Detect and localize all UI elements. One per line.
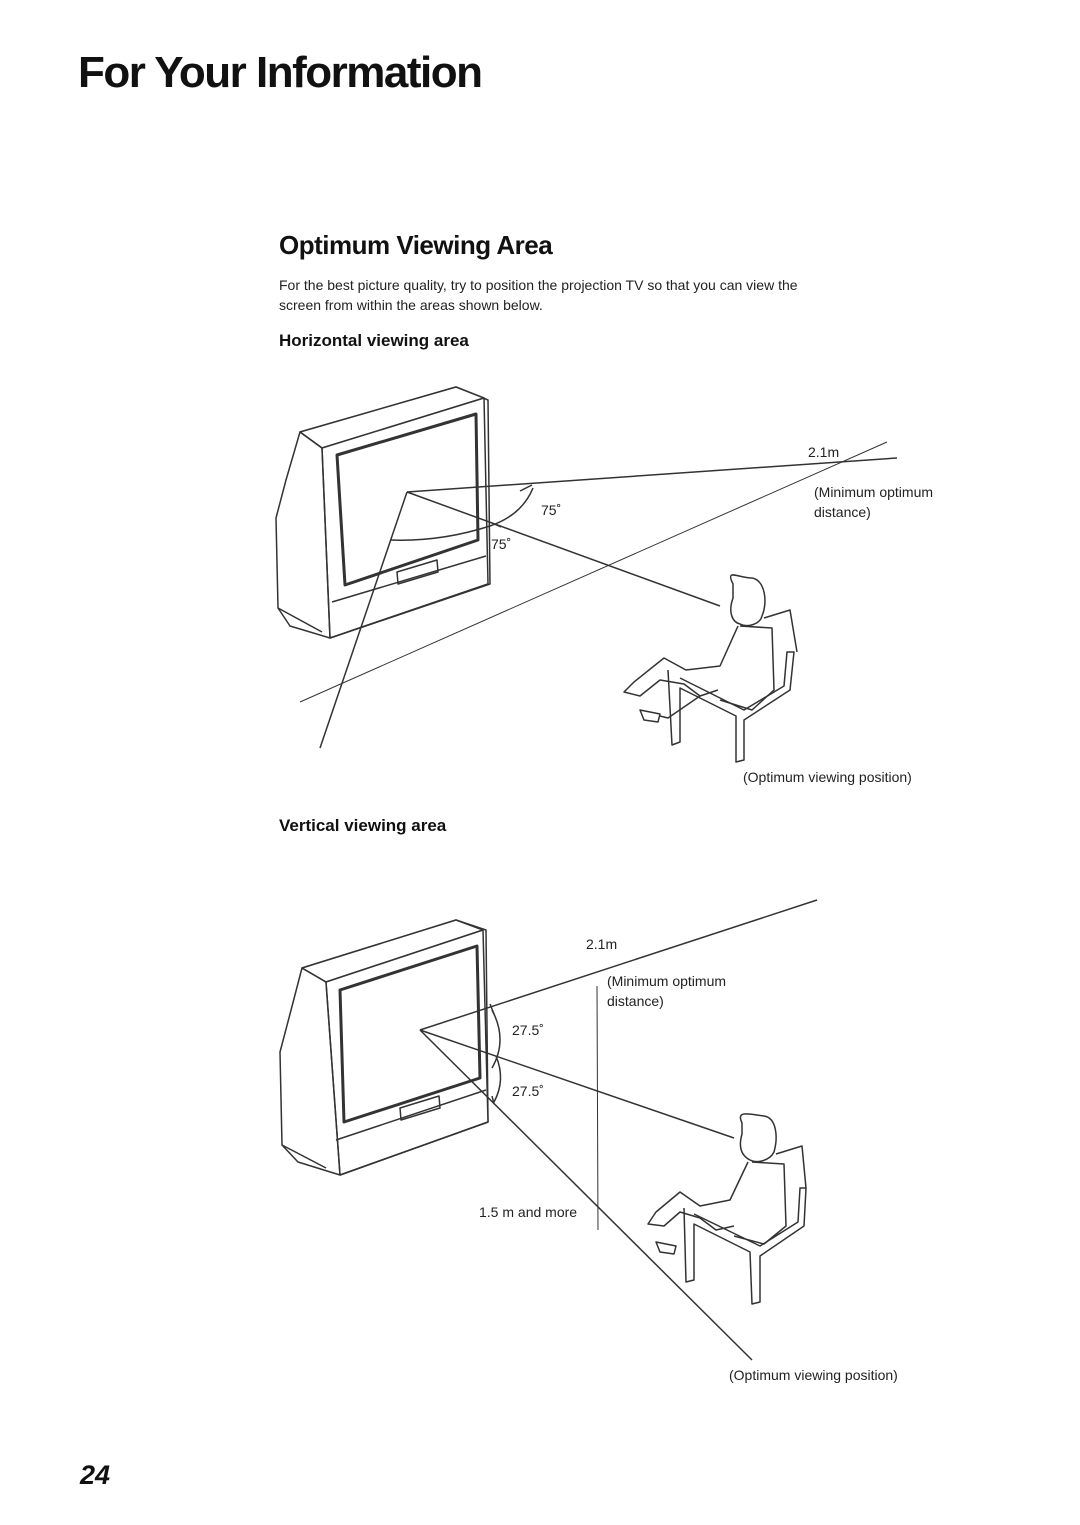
vertical-heading: Vertical viewing area — [279, 816, 447, 835]
horizontal-distance-label: 2.1m — [808, 444, 840, 460]
horizontal-diagram: 2.1m (Minimum optimum distance) 75˚ 75˚ … — [0, 370, 1080, 790]
vertical-height-label: 1.5 m and more — [479, 1204, 578, 1220]
page-number: 24 — [80, 1460, 111, 1490]
horizontal-heading: Horizontal viewing area — [279, 331, 469, 350]
projection-tv — [275, 386, 491, 639]
vertical-angle-bottom: 27.5˚ — [512, 1083, 544, 1099]
seated-viewer-vertical — [647, 1113, 807, 1305]
projection-tv-vertical — [279, 919, 489, 1176]
horizontal-distance-note-line1: (Minimum optimum — [814, 484, 934, 500]
horizontal-distance-note-line2: distance) — [814, 504, 871, 520]
horizontal-angle-left: 75˚ — [491, 536, 512, 552]
viewing-lines-vertical — [419, 899, 818, 1361]
vertical-distance-note-line1: (Minimum optimum — [607, 973, 727, 989]
vertical-distance-note-line2: distance) — [607, 993, 664, 1009]
section-title: Optimum Viewing Area — [279, 230, 553, 260]
horizontal-angle-right: 75˚ — [541, 502, 562, 518]
horizontal-position-label: (Optimum viewing position) — [743, 769, 912, 785]
seated-viewer — [623, 574, 798, 763]
vertical-diagram: 2.1m (Minimum optimum distance) 27.5˚ 27… — [0, 890, 1080, 1390]
horizontal-diagram-illustration — [275, 386, 898, 763]
viewing-lines — [299, 441, 898, 749]
vertical-diagram-illustration — [279, 899, 818, 1361]
vertical-position-label: (Optimum viewing position) — [729, 1367, 898, 1383]
vertical-distance-label: 2.1m — [586, 936, 618, 952]
page-title: For Your Information — [78, 48, 483, 97]
intro-paragraph: For the best picture quality, try to pos… — [279, 277, 798, 313]
vertical-angle-top: 27.5˚ — [512, 1022, 544, 1038]
